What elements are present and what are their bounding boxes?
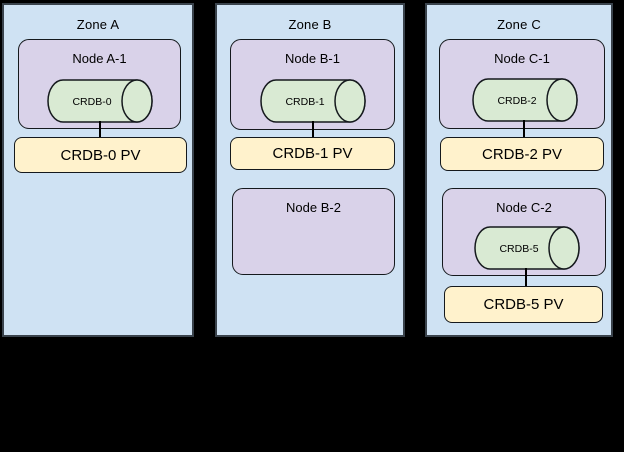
connector-c2	[525, 268, 527, 290]
node-a1: Node A-1 CRDB-0	[18, 39, 181, 129]
database-cylinder-icon: CRDB-5	[474, 226, 580, 270]
zone-c: Zone C Node C-1 CRDB-2 CRDB-2 PV Node C-…	[425, 3, 613, 337]
zone-b: Zone B Node B-1 CRDB-1 CRDB-1 PV Node B-…	[215, 3, 405, 337]
db-c1-label: CRDB-2	[497, 95, 536, 107]
node-b2: Node B-2	[232, 188, 395, 275]
node-b2-title: Node B-2	[286, 200, 341, 215]
db-a-label: CRDB-0	[72, 96, 111, 108]
node-c1: Node C-1 CRDB-2	[439, 39, 605, 129]
zone-a-title: Zone A	[76, 17, 120, 32]
database-cylinder-icon: CRDB-0	[47, 79, 153, 123]
pv-b: CRDB-1 PV	[230, 137, 395, 170]
zone-c-title: Zone C	[497, 17, 541, 32]
pv-b-label: CRDB-1 PV	[272, 145, 353, 162]
db-b-label: CRDB-1	[285, 96, 324, 108]
node-c2: Node C-2 CRDB-5	[442, 188, 606, 276]
node-c2-title: Node C-2	[496, 200, 552, 215]
node-b1: Node B-1 CRDB-1	[230, 39, 395, 130]
node-c1-title: Node C-1	[494, 51, 550, 66]
pv-a: CRDB-0 PV	[14, 137, 187, 173]
pv-c1: CRDB-2 PV	[440, 137, 604, 171]
pv-c2: CRDB-5 PV	[444, 286, 603, 323]
pv-c2-label: CRDB-5 PV	[483, 296, 564, 313]
zone-a: Zone A Node A-1 CRDB-0 CRDB-0 PV	[2, 3, 194, 337]
database-cylinder-icon: CRDB-2	[472, 78, 578, 122]
node-a1-title: Node A-1	[72, 51, 127, 66]
connector-a	[99, 121, 101, 141]
database-cylinder-icon: CRDB-1	[260, 79, 366, 123]
connector-b	[312, 121, 314, 141]
pv-c1-label: CRDB-2 PV	[481, 145, 563, 163]
pv-a-label: CRDB-0 PV	[60, 146, 141, 164]
node-b1-title: Node B-1	[285, 51, 340, 66]
db-c2-label: CRDB-5	[499, 243, 538, 255]
zone-b-title: Zone B	[288, 17, 332, 32]
connector-c1	[523, 120, 525, 140]
